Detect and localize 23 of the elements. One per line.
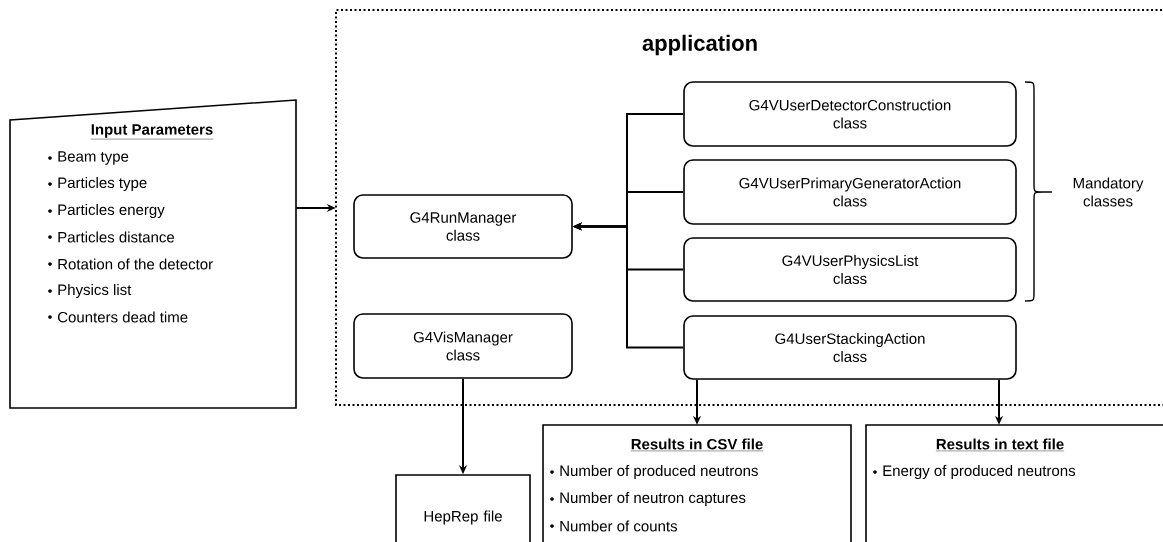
title: application bbox=[642, 34, 757, 56]
list-item: Counters dead time bbox=[57, 311, 188, 323]
class-box: G4RunManager class bbox=[353, 194, 573, 259]
list-item: Energy of produced neutrons bbox=[883, 465, 1076, 479]
class-box: G4VUserPrimaryGeneratorAction class bbox=[683, 159, 1017, 225]
heading: Results in text file bbox=[935, 438, 1065, 452]
list-item: Particles type bbox=[58, 177, 147, 191]
list-item: Particles energy bbox=[58, 204, 165, 218]
class-box: G4VUserDetectorConstruction class bbox=[683, 81, 1017, 147]
side-label: Mandatory classes bbox=[1073, 177, 1144, 207]
class-box: G4VisManager class bbox=[353, 313, 573, 379]
file-box: HepRep file bbox=[395, 474, 531, 542]
list-item: Physics list bbox=[58, 284, 132, 298]
class-box: G4VUserPhysicsList class bbox=[683, 237, 1017, 302]
class-box: G4UserStackingAction class bbox=[683, 315, 1017, 380]
heading: Input Parameters bbox=[90, 124, 214, 140]
list-item: Number of counts bbox=[560, 520, 677, 532]
list-item: Rotation of the detector bbox=[58, 258, 213, 270]
list-item: Number of produced neutrons bbox=[560, 465, 758, 479]
list-item: Number of neutron captures bbox=[560, 492, 746, 506]
list-item: Beam type bbox=[58, 151, 129, 165]
heading: Results in CSV file bbox=[630, 438, 764, 452]
list-item: Particles distance bbox=[58, 231, 175, 243]
